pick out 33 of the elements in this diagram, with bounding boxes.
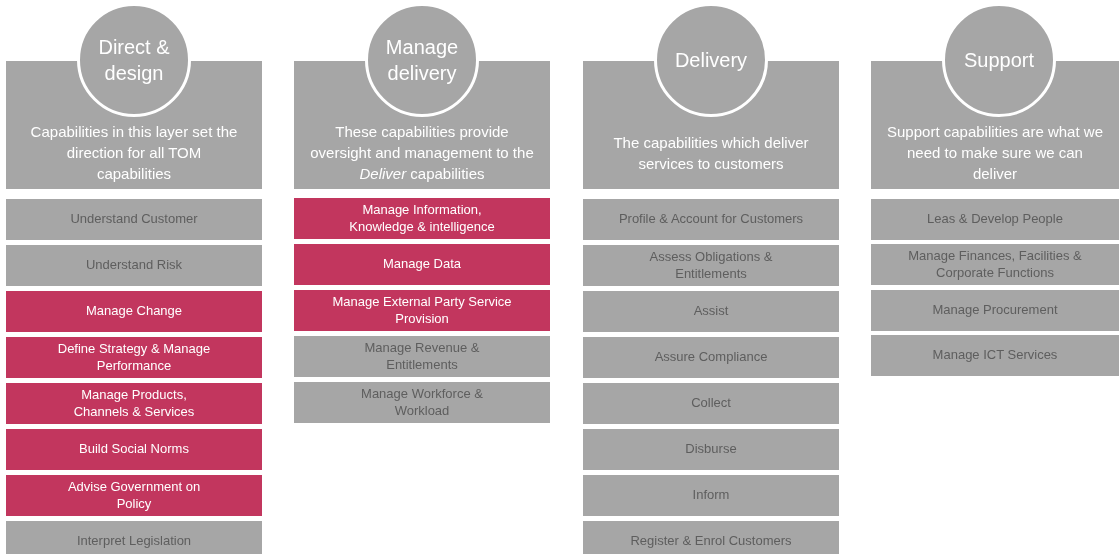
capability-box: Manage Finances, Facilities & Corporate Functions [871, 244, 1119, 285]
capability-box: Register & Enrol Customers [583, 521, 839, 554]
header-panel: The capabilities which deliver services to customers [583, 118, 839, 189]
capability-box: Manage Change [6, 291, 262, 332]
capability-box: Disburse [583, 429, 839, 470]
capability-box: Leas & Develop People [871, 199, 1119, 240]
capability-box: Assist [583, 291, 839, 332]
capability-box: Interpret Legislation [6, 521, 262, 554]
capability-box: Understand Customer [6, 199, 262, 240]
capability-box: Manage Procurement [871, 290, 1119, 331]
header-panel: Capabilities in this layer set the direction for all TOM capabilities [6, 118, 262, 189]
capability-box: Manage Data [294, 244, 550, 285]
header-panel: Support capabilities are what we need to make sure we can deliver [871, 118, 1119, 189]
capability-box: Manage Information, Knowledge & intelligence [294, 198, 550, 239]
capability-box: Inform [583, 475, 839, 516]
capability-box: Understand Risk [6, 245, 262, 286]
capability-box: Build Social Norms [6, 429, 262, 470]
capability-box: Collect [583, 383, 839, 424]
capability-box: Manage Workforce & Workload [294, 382, 550, 423]
capability-box: Define Strategy & Manage Performance [6, 337, 262, 378]
title-circle: Manage delivery [365, 3, 479, 117]
title-circle: Support [942, 3, 1056, 117]
capability-box: Profile & Account for Customers [583, 199, 839, 240]
capability-box: Advise Government on Policy [6, 475, 262, 516]
title-circle: Direct & design [77, 3, 191, 117]
header-panel: These capabilities provide oversight and management to the Deliver capabilities [294, 118, 550, 189]
title-circle: Delivery [654, 3, 768, 117]
capability-box: Manage External Party Service Provision [294, 290, 550, 331]
capability-box: Manage Revenue & Entitlements [294, 336, 550, 377]
capability-box: Assess Obligations & Entitlements [583, 245, 839, 286]
capability-box: Assure Compliance [583, 337, 839, 378]
capability-box: Manage ICT Services [871, 335, 1119, 376]
capability-box: Manage Products, Channels & Services [6, 383, 262, 424]
